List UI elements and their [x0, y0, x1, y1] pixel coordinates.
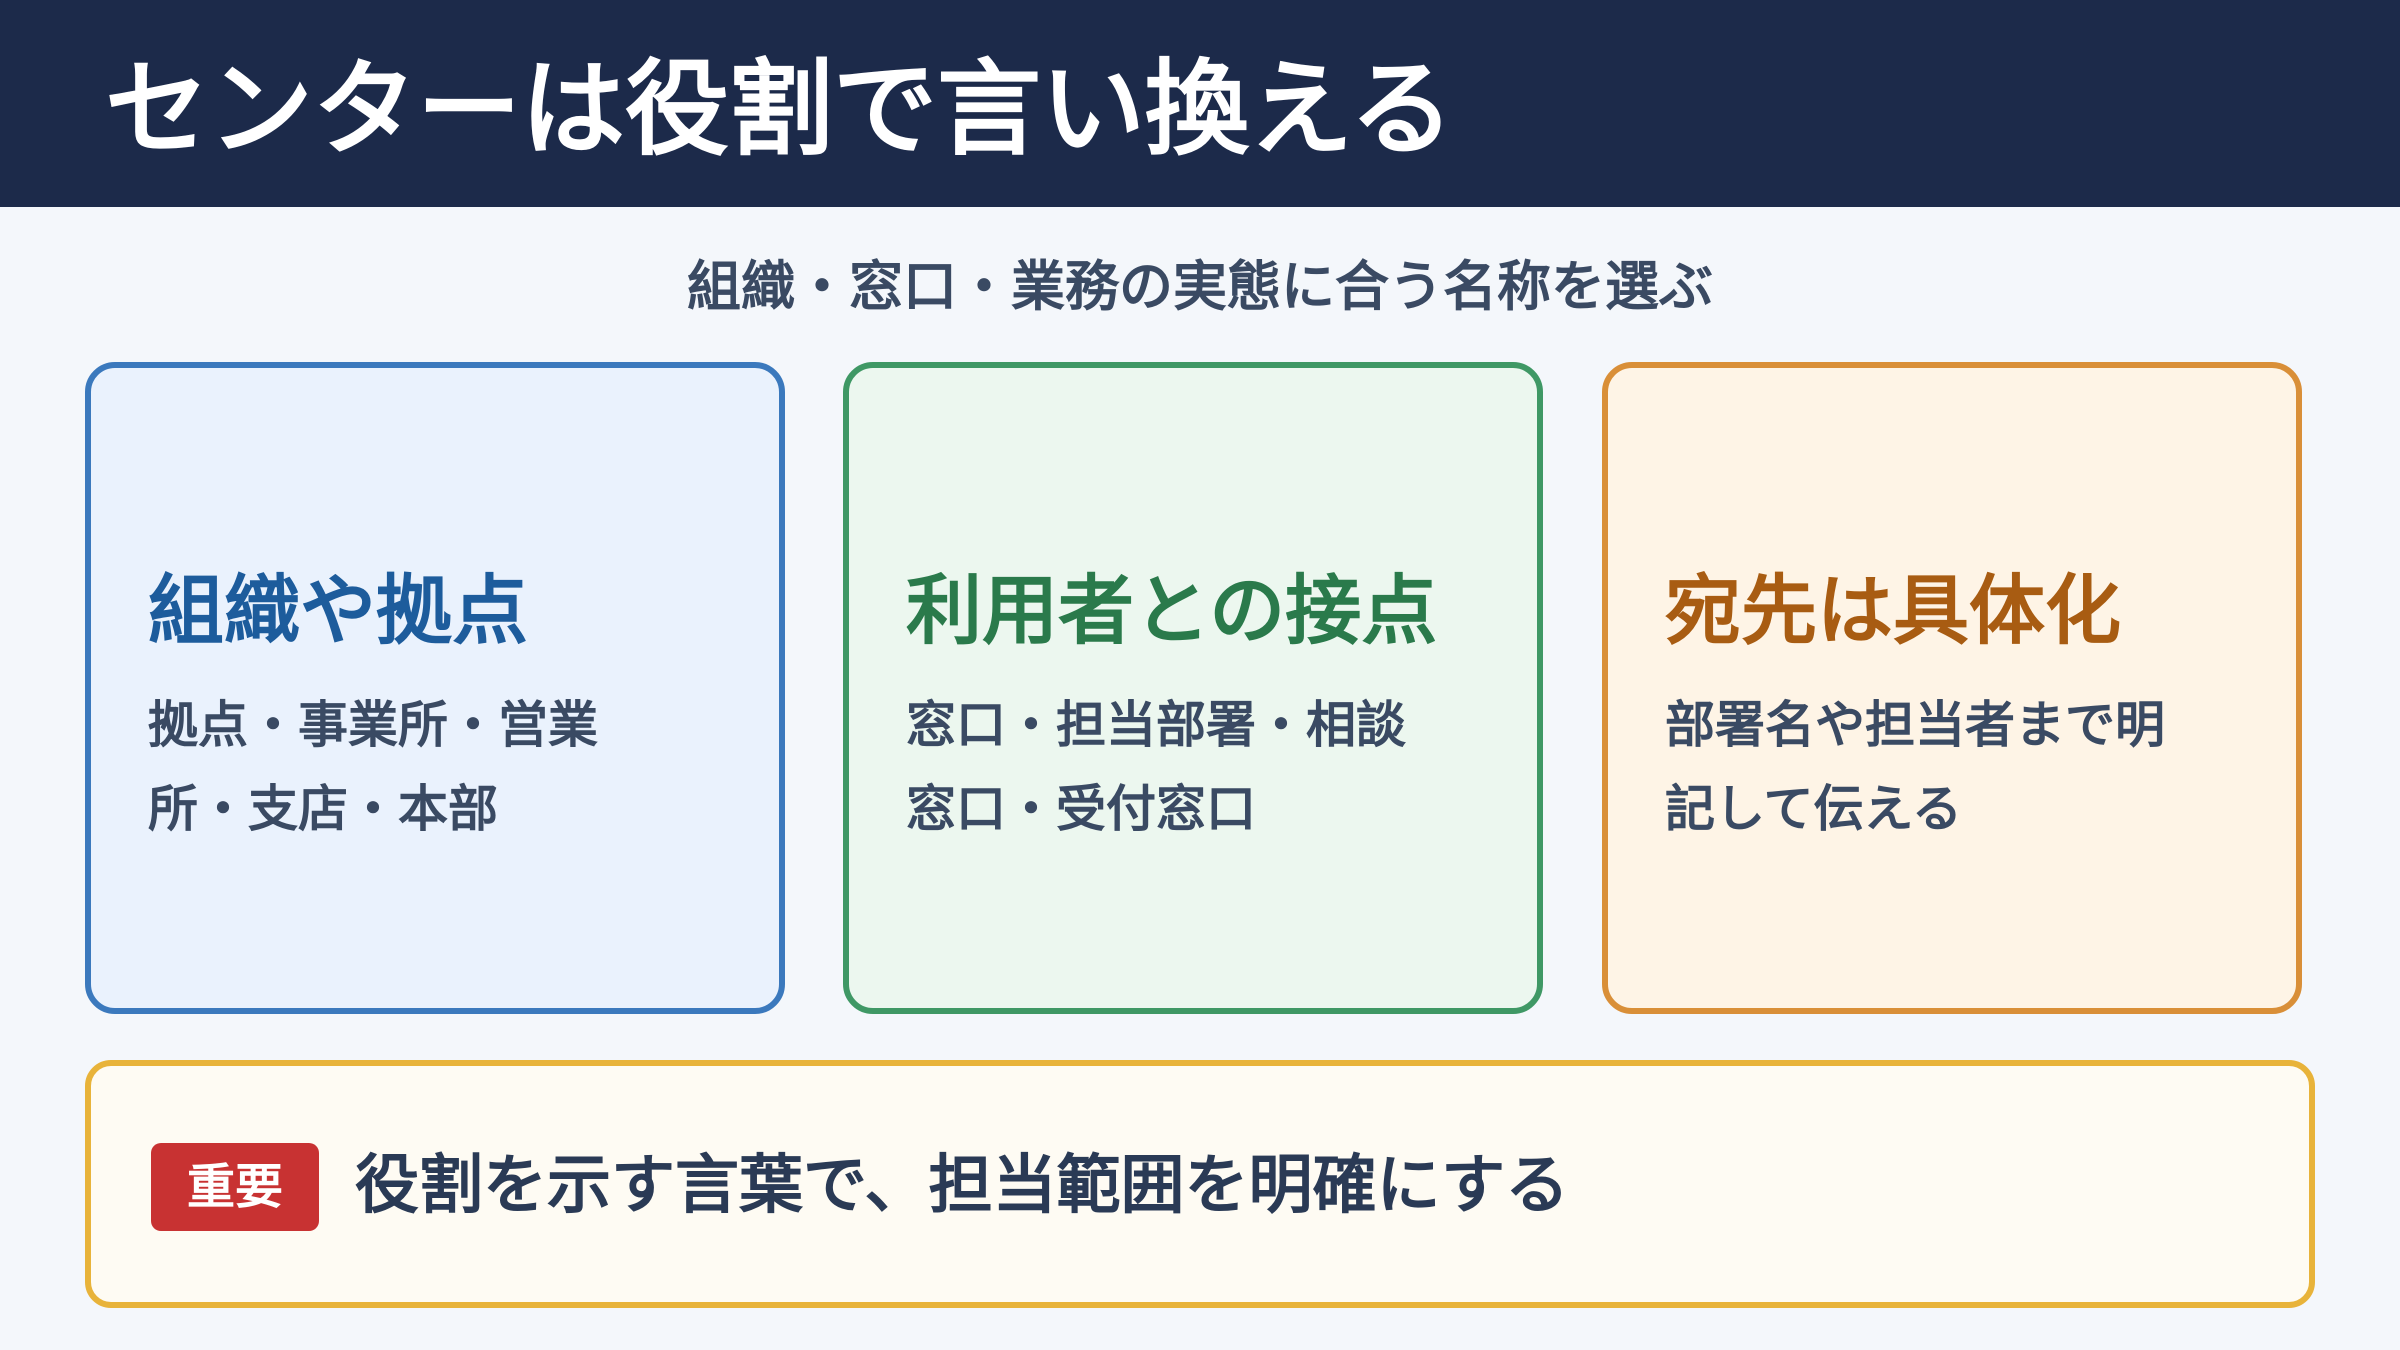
card-line: 所・支店・本部 [148, 780, 498, 838]
card-title: 組織や拠点 [148, 566, 528, 655]
page-subtitle: 組織・窓口・業務の実態に合う名称を選ぶ [687, 255, 1713, 318]
card-title: 宛先は具体化 [1665, 566, 2121, 655]
card-body: 窓口・担当部署・相談 窓口・受付窓口 [906, 683, 1466, 851]
card-line: 窓口・受付窓口 [906, 780, 1256, 838]
important-note-text: 役割を示す言葉で、担当範囲を明確にする [355, 1149, 1570, 1223]
card-contact: 利用者との接点 窓口・担当部署・相談 窓口・受付窓口 [843, 362, 1543, 1014]
header-bar: センターは役割で言い換える [0, 0, 2400, 207]
important-badge: 重要 [151, 1143, 319, 1231]
card-destination: 宛先は具体化 部署名や担当者まで明 記して伝える [1602, 362, 2302, 1014]
card-organization: 組織や拠点 拠点・事業所・営業 所・支店・本部 [85, 362, 785, 1014]
card-line: 窓口・担当部署・相談 [906, 696, 1406, 754]
important-note: 重要 役割を示す言葉で、担当範囲を明確にする [85, 1060, 2315, 1308]
card-title: 利用者との接点 [906, 566, 1438, 655]
card-line: 拠点・事業所・営業 [148, 696, 598, 754]
page-title: センターは役割で言い換える [105, 48, 1454, 170]
card-line: 部署名や担当者まで明 [1665, 696, 2165, 754]
card-body: 拠点・事業所・営業 所・支店・本部 [148, 683, 708, 851]
card-body: 部署名や担当者まで明 記して伝える [1665, 683, 2225, 851]
card-line: 記して伝える [1665, 780, 1962, 838]
